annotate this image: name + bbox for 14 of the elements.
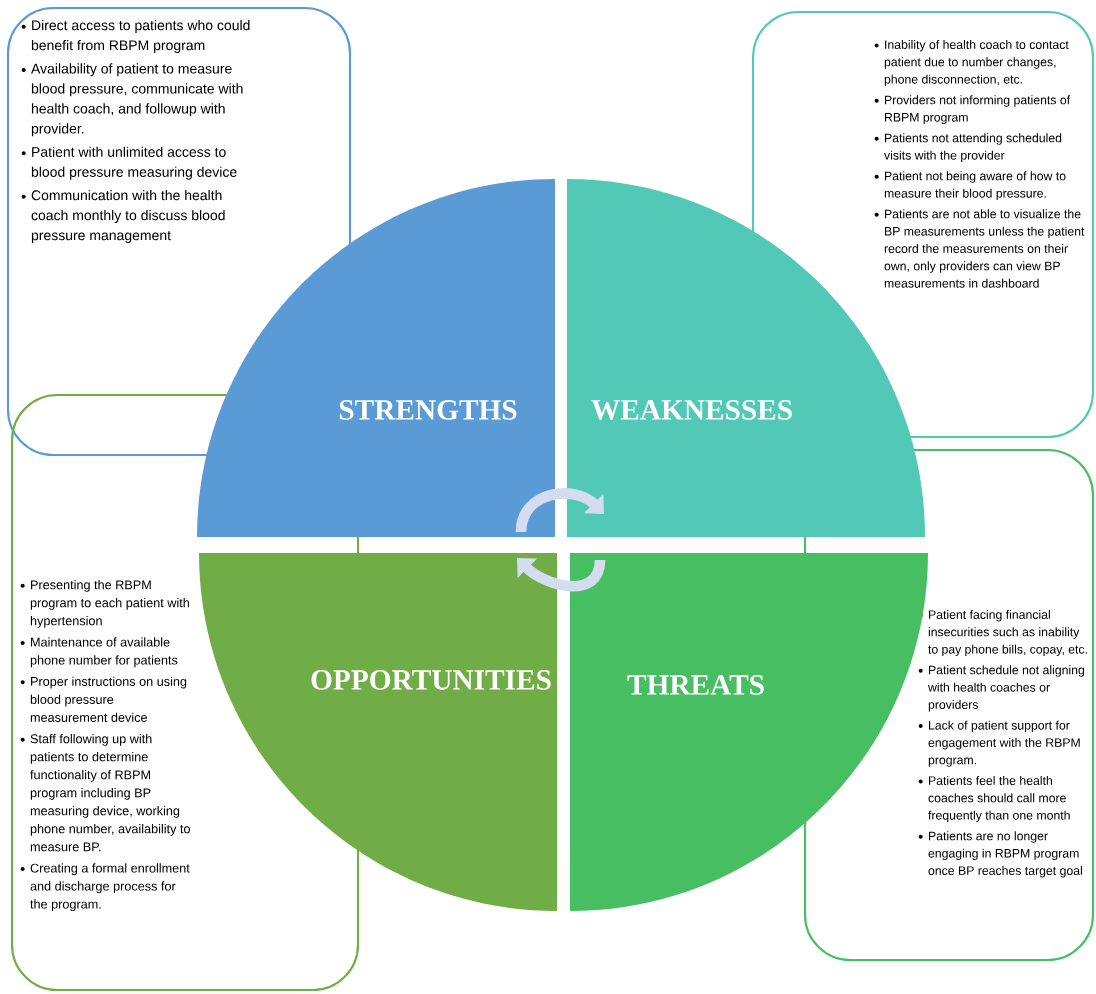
bullet-item: Maintenance of available phone number for patients — [20, 637, 178, 668]
quadrant: THREATS — [570, 553, 928, 911]
bullet-item: Providers not informing patients of RBPM program — [874, 95, 1071, 125]
bullet-item: Availability of patient to measure blood pressure, communicate with health coach, and followup with provider. — [21, 63, 243, 137]
bullet-item: Patient with unlimited access to blood pressure measuring device — [21, 146, 237, 180]
bullet-item: Inability of health coach to contact patient due to number changes, phone disconnection, etc. — [874, 40, 1069, 87]
quadrant: OPPORTUNITIES — [199, 553, 557, 911]
bullet-item: Direct access to patients who could benefit from RBPM program — [21, 20, 250, 54]
bullet-item: Creating a formal enrollment and discharge process for the program. — [20, 863, 190, 912]
curved-arrow — [517, 558, 606, 592]
bullet-item: Proper instructions on using blood pressure measurement device — [20, 676, 187, 722]
bullet-item: Patients not attending scheduled visits with the provider — [874, 133, 1062, 163]
bullet-item: Staff following up with patients to determine functionality of RBPM program including BP measuring device, working phone number, availability to measure BP. — [20, 734, 190, 852]
bullet-item: Presenting the RBPM program to each patient with hypertension — [20, 580, 189, 628]
